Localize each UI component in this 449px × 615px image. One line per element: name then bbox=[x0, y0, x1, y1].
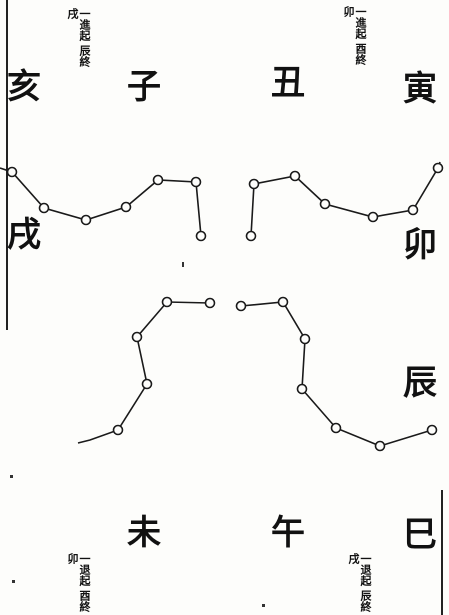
chain-dot bbox=[161, 296, 173, 308]
chain-dot bbox=[299, 333, 311, 345]
chain-dot bbox=[152, 174, 164, 186]
chain-dot bbox=[245, 230, 257, 242]
note-top-left-head: 一進起 bbox=[78, 8, 91, 41]
chain-dot bbox=[248, 178, 260, 190]
note-top-left-body: 辰終戌 bbox=[66, 8, 91, 67]
chain-dot bbox=[38, 202, 50, 214]
speck bbox=[10, 475, 13, 478]
note-bottom-left: 一退起 酉終卯 bbox=[66, 553, 91, 613]
note-bottom-right-body: 辰終戌 bbox=[347, 553, 372, 612]
chain-dot bbox=[235, 300, 247, 312]
note-bottom-right-head: 一退起 bbox=[359, 553, 372, 586]
note-bottom-right: 一退起 辰終戌 bbox=[347, 553, 372, 613]
speck bbox=[182, 262, 184, 267]
branch-wei: 未 bbox=[127, 513, 161, 553]
chain-dot bbox=[195, 230, 207, 242]
chain-dot bbox=[277, 296, 289, 308]
chain-dot bbox=[112, 424, 124, 436]
upper-left-chain bbox=[0, 166, 207, 242]
chain-dot bbox=[330, 422, 342, 434]
chain-dot bbox=[374, 440, 386, 452]
chain-link-line bbox=[77, 301, 211, 444]
speck bbox=[262, 604, 265, 607]
chain-link-line bbox=[250, 161, 441, 237]
chain-dot bbox=[190, 176, 202, 188]
chain-dot bbox=[319, 198, 331, 210]
note-top-right: 一進起 酉終卯 bbox=[342, 6, 367, 66]
upper-right-chain bbox=[245, 161, 444, 242]
chain-dot bbox=[432, 162, 444, 174]
branch-mao: 卯 bbox=[403, 225, 437, 265]
note-bottom-left-head: 一退起 bbox=[78, 553, 91, 586]
branch-zi: 子 bbox=[127, 67, 161, 107]
lower-right-chain bbox=[235, 296, 438, 452]
chain-dot bbox=[131, 331, 143, 343]
chain-dot bbox=[80, 214, 92, 226]
speck bbox=[12, 580, 15, 583]
chain-dot bbox=[6, 166, 18, 178]
branch-chen: 辰 bbox=[403, 363, 437, 403]
chain-dot bbox=[204, 297, 216, 309]
lower-left-chain bbox=[77, 296, 216, 444]
chain-dot bbox=[367, 211, 379, 223]
branch-yin: 寅 bbox=[403, 69, 437, 109]
chain-dot bbox=[407, 204, 419, 216]
branch-wu: 午 bbox=[271, 513, 305, 553]
branch-xu: 戌 bbox=[7, 215, 41, 255]
note-top-right-head: 一進起 bbox=[354, 6, 367, 39]
branch-si: 巳 bbox=[403, 515, 437, 555]
chain-dot bbox=[141, 378, 153, 390]
branch-hai: 亥 bbox=[7, 67, 41, 107]
left-border-line bbox=[6, 0, 8, 330]
chain-link-line bbox=[0, 167, 202, 237]
right-border-line bbox=[441, 490, 443, 615]
chain-dot bbox=[296, 383, 308, 395]
note-top-left: 一進起 辰終戌 bbox=[66, 8, 91, 68]
chain-dot bbox=[120, 201, 132, 213]
note-top-right-body: 酉終卯 bbox=[342, 6, 367, 65]
note-bottom-left-body: 酉終卯 bbox=[66, 553, 91, 612]
chain-dot bbox=[426, 424, 438, 436]
branch-chou: 丑 bbox=[271, 63, 305, 103]
chain-dot bbox=[289, 170, 301, 182]
